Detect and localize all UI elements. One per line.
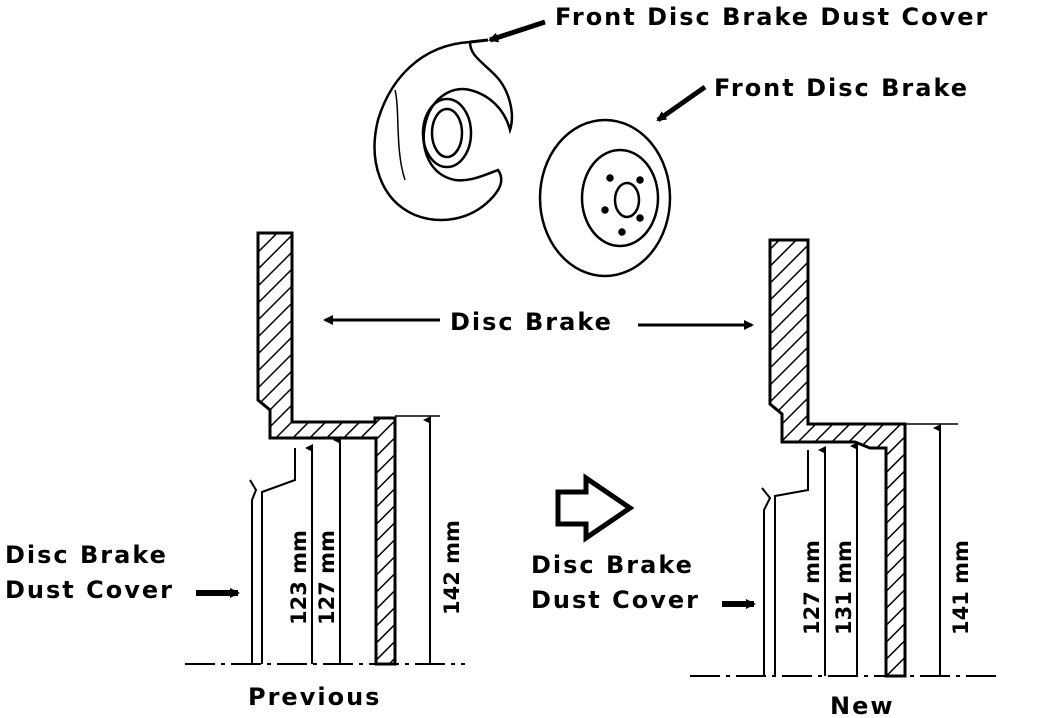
previous-to-new-arrow: [555, 473, 635, 543]
new-dim-3: 141 mm: [949, 540, 973, 635]
dust-cover-new-label-line1: Disc Brake: [531, 551, 694, 579]
new-cross-section: [690, 238, 1000, 678]
previous-cross-section: [185, 231, 465, 666]
disc-illustration: [538, 118, 672, 278]
new-dim-2: 131 mm: [832, 540, 856, 635]
previous-dim-2: 127 mm: [315, 530, 339, 625]
dust-cover-label-line1: Disc Brake: [5, 541, 168, 569]
previous-dim-3: 142 mm: [440, 520, 464, 615]
disc-brake-label: Disc Brake: [450, 308, 613, 336]
previous-dim-1: 123 mm: [287, 530, 311, 625]
dust-cover-label-line2: Dust Cover: [5, 576, 174, 604]
dust-cover-illustration: [373, 38, 514, 222]
dust-cover-part-arrow: [488, 19, 546, 43]
dust-cover-new-label-line2: Dust Cover: [531, 586, 700, 614]
disc-part-arrow: [656, 84, 707, 123]
dust-cover-part-label: Front Disc Brake Dust Cover: [555, 3, 989, 31]
disc-part-label: Front Disc Brake: [714, 74, 969, 102]
new-caption: New: [830, 692, 895, 718]
previous-caption: Previous: [248, 683, 381, 711]
new-dim-1: 127 mm: [800, 540, 824, 635]
